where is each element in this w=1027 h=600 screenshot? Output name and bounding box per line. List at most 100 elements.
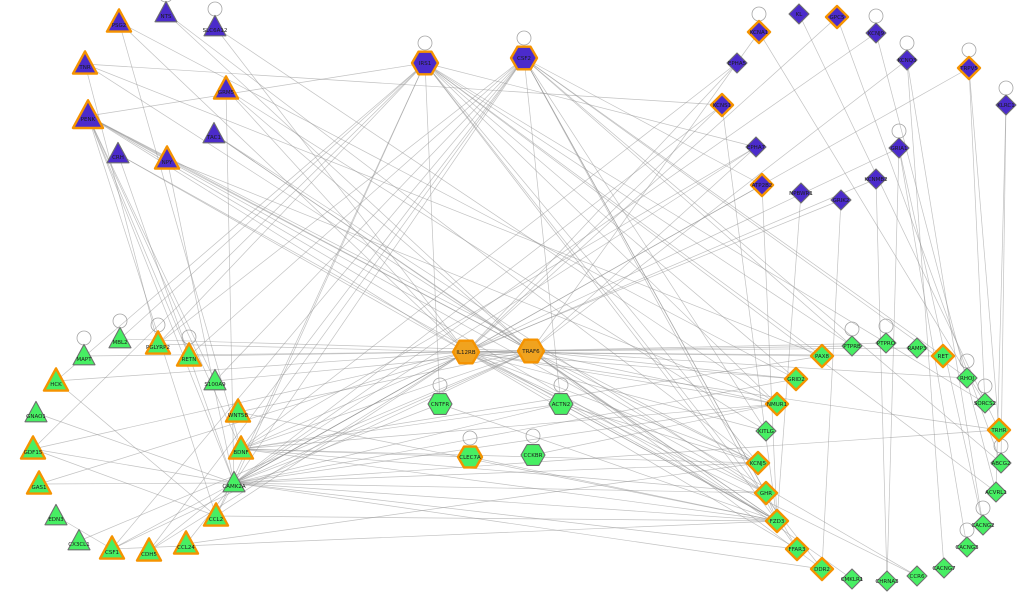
node-ACVRL1[interactable]: ACVRL1	[985, 481, 1007, 503]
node-CRH[interactable]: CRH	[106, 141, 130, 164]
node-TRPV5[interactable]: TRPV5	[956, 55, 982, 81]
edge	[898, 147, 984, 526]
node-TNR[interactable]: TNR	[71, 50, 99, 75]
node-MAPT[interactable]: MAPT	[72, 343, 96, 366]
node-KCNJ5[interactable]: KCNJ5	[745, 450, 771, 476]
edge	[84, 63, 159, 345]
node-shape-hexagon	[509, 45, 539, 71]
node-GDF15[interactable]: GDF15	[19, 435, 47, 460]
node-shape-triangle	[202, 121, 226, 144]
node-shape-hexagon	[520, 444, 546, 466]
node-shape-diamond	[746, 19, 772, 45]
node-KL[interactable]: KL	[788, 3, 810, 25]
node-IRS1[interactable]: IRS1	[410, 50, 440, 76]
node-EDN3[interactable]: EDN3	[44, 503, 68, 526]
edge	[233, 482, 778, 522]
edge	[78, 350, 532, 542]
node-KCNMB2[interactable]: KCNMB2	[864, 168, 888, 190]
node-TRAF6[interactable]: TRAF6	[516, 338, 546, 364]
edge	[118, 21, 467, 353]
node-CSF2[interactable]: CSF2	[509, 45, 539, 71]
edge	[157, 57, 525, 345]
node-TRHR[interactable]: TRHR	[986, 417, 1012, 443]
self-loop	[207, 1, 223, 17]
node-GAS1[interactable]: GAS1	[25, 470, 53, 495]
node-GNAO1[interactable]: GNAO1	[24, 400, 48, 423]
edge	[465, 351, 778, 405]
edge	[148, 57, 525, 552]
node-CCKBR[interactable]: CCKBR	[520, 444, 546, 466]
node-HCK[interactable]: HCK	[42, 367, 70, 392]
edge	[233, 482, 823, 570]
edge	[87, 115, 190, 357]
node-KCNA1[interactable]: KCNA1	[746, 19, 772, 45]
node-ABCG2[interactable]: ABCG2	[990, 452, 1012, 474]
node-GPC5[interactable]: GPC5	[824, 4, 850, 30]
node-PTPRO[interactable]: PTPRO	[875, 332, 897, 354]
node-shape-diamond	[875, 332, 897, 354]
node-TAC1[interactable]: TAC1	[202, 121, 226, 144]
node-shape-diamond	[726, 52, 748, 74]
node-KLRC1[interactable]: KLRC1	[995, 94, 1017, 116]
node-MBL2[interactable]: MBL2	[108, 326, 132, 349]
node-GRIK2[interactable]: GRIK2	[830, 189, 852, 211]
node-GRM5[interactable]: GRM5	[212, 75, 240, 100]
node-CCR6[interactable]: CCR6	[906, 565, 928, 587]
node-CMKLR1[interactable]: CMKLR1	[841, 568, 864, 590]
node-PTPRB[interactable]: PTPRB	[841, 335, 863, 357]
node-RET[interactable]: RET	[930, 343, 956, 369]
node-KCNJ9[interactable]: KCNJ9	[865, 22, 887, 44]
edge	[886, 147, 900, 582]
node-CNTFR[interactable]: CNTFR	[427, 393, 453, 415]
node-ACTN2[interactable]: ACTN2	[548, 393, 574, 415]
node-PAX8[interactable]: PAX8	[809, 343, 835, 369]
edge	[233, 146, 757, 484]
node-CACNG7[interactable]: CACNG7	[932, 557, 956, 579]
node-KCNQ3[interactable]: KCNQ3	[896, 49, 918, 71]
edge	[214, 26, 467, 353]
edge	[1000, 104, 1007, 464]
edge	[38, 351, 467, 485]
node-SLC6A12[interactable]: SLC6A12	[203, 14, 228, 37]
edge	[465, 147, 900, 353]
self-loop	[959, 522, 975, 538]
node-FFAR3[interactable]: FFAR3	[784, 536, 810, 562]
node-CACNG3[interactable]: CACNG3	[955, 536, 979, 558]
edge	[465, 104, 723, 353]
edge	[233, 482, 798, 550]
node-shape-diamond	[824, 4, 850, 30]
node-EPHA7[interactable]: EPHA7	[745, 136, 767, 158]
node-shape-triangle	[175, 342, 203, 367]
edge	[233, 62, 426, 484]
node-ATP2B2[interactable]: ATP2B2	[749, 172, 775, 198]
node-PSG2[interactable]: PSG2	[105, 8, 133, 33]
node-SORCS2[interactable]: SORCS2	[974, 392, 996, 414]
node-CSF1[interactable]: CSF1	[98, 535, 126, 560]
edge	[233, 482, 767, 494]
node-shape-triangle	[42, 367, 70, 392]
edge	[55, 351, 467, 382]
node-GRIA1[interactable]: GRIA1	[888, 137, 910, 159]
node-CX3CL1[interactable]: CX3CL1	[67, 528, 91, 551]
self-loop	[891, 123, 907, 139]
node-CACNG2[interactable]: CACNG2	[971, 514, 995, 536]
node-DDR2[interactable]: DDR2	[809, 556, 835, 582]
node-layer: PSG2NTSSLC6A12TNRGRM5PENKTAC1CRHNPYIRS1C…	[19, 0, 1017, 592]
node-CDH5[interactable]: CDH5	[135, 537, 163, 562]
edge	[32, 448, 217, 517]
node-GHR[interactable]: GHR	[753, 480, 779, 506]
node-CLEC7A[interactable]: CLEC7A	[456, 445, 484, 469]
node-NPBWR1[interactable]: NPBWR1	[789, 182, 813, 204]
edge	[758, 31, 986, 404]
node-shape-diamond	[749, 172, 775, 198]
node-IL12RB[interactable]: IL12RB	[451, 339, 481, 365]
node-shape-diamond	[956, 536, 978, 558]
node-NTS[interactable]: NTS	[154, 0, 178, 23]
node-shape-diamond	[745, 136, 767, 158]
node-shape-triangle	[212, 75, 240, 100]
edge	[530, 350, 797, 380]
node-RAMP3[interactable]: RAMP3	[906, 337, 928, 359]
node-CHRNA3[interactable]: CHRNA3	[875, 570, 899, 592]
node-FZD3[interactable]: FZD3	[764, 508, 790, 534]
self-loop	[432, 377, 448, 393]
